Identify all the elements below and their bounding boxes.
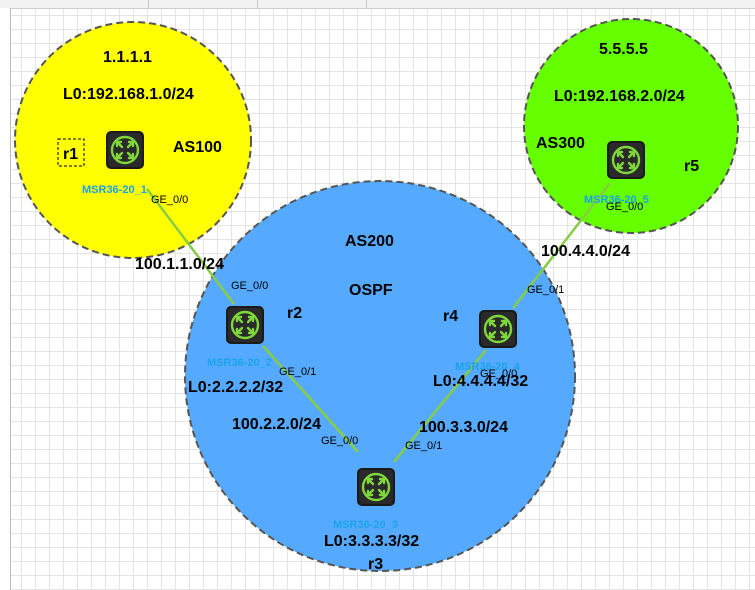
router-icon[interactable] bbox=[224, 304, 266, 346]
tab[interactable] bbox=[258, 0, 367, 8]
r4-r5-port-b: GE_0/0 bbox=[606, 201, 643, 213]
as200-protocol: OSPF bbox=[349, 282, 393, 299]
r2-model: MSR36-20_2 bbox=[207, 357, 272, 369]
as300-area[interactable] bbox=[523, 18, 739, 234]
r2-r3-port-a: GE_0/1 bbox=[279, 366, 316, 378]
tab[interactable] bbox=[149, 0, 258, 8]
link-r4-r5[interactable] bbox=[512, 182, 611, 309]
r1-r2-subnet: 100.1.1.0/24 bbox=[135, 256, 224, 273]
link-r3-r4[interactable] bbox=[393, 349, 487, 463]
r2-name: r2 bbox=[287, 305, 302, 322]
r3-r4-port-a: GE_0/1 bbox=[405, 440, 442, 452]
as300-loopback: L0:192.168.2.0/24 bbox=[554, 88, 685, 105]
r2-loopback: L0:2.2.2.2/32 bbox=[188, 379, 283, 396]
r1-model: MSR36-20_1 bbox=[82, 184, 147, 196]
r3-r4-subnet: 100.3.3.0/24 bbox=[419, 419, 508, 436]
r3-loopback: L0:3.3.3.3/32 bbox=[324, 533, 419, 550]
link-r1-r2[interactable] bbox=[146, 188, 235, 305]
as100-name: AS100 bbox=[173, 139, 222, 156]
r2-r3-port-b: GE_0/0 bbox=[321, 435, 358, 447]
r4-model: MSR36-20_4 bbox=[455, 361, 521, 373]
r3-model: MSR36-20_3 bbox=[333, 519, 398, 531]
as200-name: AS200 bbox=[345, 233, 394, 250]
as300-router-id: 5.5.5.5 bbox=[599, 41, 648, 58]
r3-r4-port-b: GE_0/0 bbox=[480, 368, 517, 380]
router-icon[interactable] bbox=[605, 139, 647, 181]
tab[interactable] bbox=[0, 0, 149, 8]
r1-r2-port-a: GE_0/0 bbox=[151, 194, 188, 206]
as100-loopback: L0:192.168.1.0/24 bbox=[63, 86, 194, 103]
r4-name: r4 bbox=[443, 308, 458, 325]
router-icon[interactable] bbox=[104, 129, 146, 171]
r4-loopback: L0:4.4.4.4/32 bbox=[433, 373, 528, 390]
r1-name: r1 bbox=[63, 146, 78, 163]
as300-name: AS300 bbox=[536, 135, 585, 152]
r1-label-box bbox=[57, 138, 85, 167]
as100-router-id: 1.1.1.1 bbox=[103, 49, 152, 66]
router-icon[interactable] bbox=[355, 466, 397, 508]
r4-r5-subnet: 100.4.4.0/24 bbox=[541, 243, 630, 260]
r3-name: r3 bbox=[368, 556, 383, 573]
r5-model: MSR36-20_5 bbox=[584, 194, 649, 206]
left-rail bbox=[0, 8, 11, 590]
r4-r5-port-a: GE_0/1 bbox=[527, 284, 564, 296]
r1-r2-port-b: GE_0/0 bbox=[231, 280, 268, 292]
link-r2-r3[interactable] bbox=[262, 345, 359, 453]
router-icon[interactable] bbox=[477, 308, 519, 350]
r5-name: r5 bbox=[684, 158, 699, 175]
r2-r3-subnet: 100.2.2.0/24 bbox=[232, 416, 321, 433]
as200-area[interactable] bbox=[184, 180, 576, 572]
tab-bar bbox=[0, 0, 755, 9]
